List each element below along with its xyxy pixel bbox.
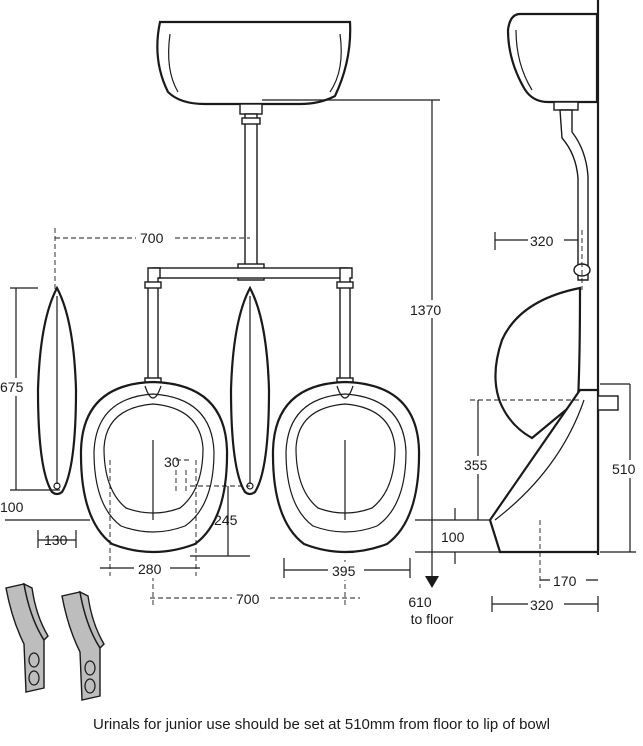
dim-130: 130 <box>44 532 68 548</box>
dim-700-bottom: 700 <box>236 591 260 607</box>
dim-320-bottom: 320 <box>530 597 554 613</box>
dim-320-top: 320 <box>530 233 554 249</box>
dim-280: 280 <box>138 561 162 577</box>
dim-170: 170 <box>553 573 577 589</box>
dim-100-left: 100 <box>0 499 24 515</box>
side-view <box>488 0 619 555</box>
dim-245: 245 <box>214 512 238 528</box>
divider-screen-left <box>36 285 78 496</box>
divider-screen-middle <box>229 285 271 496</box>
dim-700-top: 700 <box>140 230 164 246</box>
dim-510: 510 <box>612 461 636 477</box>
wall-bracket-1 <box>5 582 49 693</box>
dim-30: 30 <box>164 454 180 470</box>
urinal-bowl-left <box>79 380 229 554</box>
dim-395: 395 <box>332 563 356 579</box>
dim-1370: 1370 <box>410 302 441 318</box>
dim-100-side: 100 <box>441 529 465 545</box>
wall-bracket-2 <box>61 590 105 701</box>
dim-to-floor: to floor <box>411 611 454 627</box>
dim-355: 355 <box>464 457 488 473</box>
cistern-front <box>156 20 352 115</box>
dim-675: 675 <box>0 379 24 395</box>
urinal-bowl-right <box>271 380 421 554</box>
caption: Urinals for junior use should be set at … <box>93 716 550 733</box>
dim-610: 610 <box>408 594 432 610</box>
